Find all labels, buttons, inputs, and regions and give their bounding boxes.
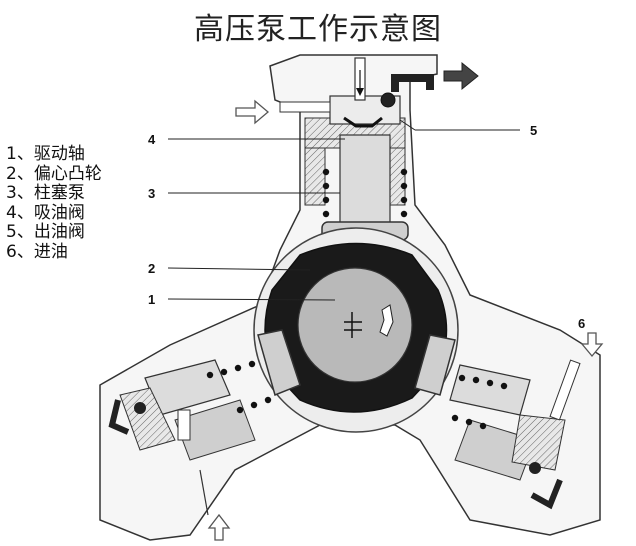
rotation-arrow <box>379 304 394 337</box>
legend-item-eccentric-cam: 2、偏心凸轮 <box>6 163 102 184</box>
left-outlet-valve-ball <box>134 402 146 414</box>
legend-list: 1、驱动轴 2、偏心凸轮 3、柱塞泵 4、吸油阀 5、出油阀 6、进油 <box>6 144 102 262</box>
drive-shaft <box>297 267 413 383</box>
legend-item-outlet-valve: 5、出油阀 <box>6 222 85 242</box>
callout-2: 2 <box>148 261 155 276</box>
callout-3: 3 <box>148 186 155 201</box>
fuel-outlet-arrow <box>443 61 479 91</box>
shaft-center-mark <box>344 312 362 338</box>
outlet-valve-ball <box>380 92 396 108</box>
right-plunger-unit <box>414 334 581 510</box>
fuel-inlet-arrow-top <box>235 99 270 125</box>
callout-1: 1 <box>148 292 155 307</box>
legend-item-inlet-valve: 4、吸油阀 <box>6 202 85 223</box>
legend-item-fuel-inlet: 6、进油 <box>6 241 68 262</box>
callout-6: 6 <box>578 316 585 331</box>
right-outlet-valve-ball <box>529 462 541 474</box>
callout-4: 4 <box>148 132 156 147</box>
legend-item-plunger-pump: 3、柱塞泵 <box>6 183 85 203</box>
legend-item-drive-shaft: 1、驱动轴 <box>6 144 85 164</box>
leader-lines <box>167 119 520 301</box>
fuel-inlet-arrow-bottom <box>207 513 231 541</box>
diagram-title: 高压泵工作示意图 <box>194 12 442 47</box>
callout-5: 5 <box>530 123 537 138</box>
fuel-inlet-arrow-right <box>580 332 604 358</box>
top-plunger <box>339 134 391 231</box>
inlet-valve-plate <box>343 116 383 128</box>
left-plunger-unit <box>108 329 301 516</box>
